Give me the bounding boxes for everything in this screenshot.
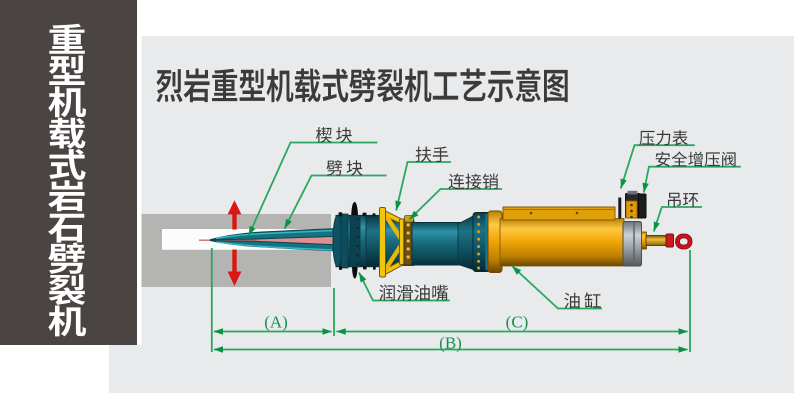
svg-text:(A): (A): [264, 313, 288, 332]
svg-text:(B): (B): [439, 334, 462, 353]
svg-text:(C): (C): [506, 313, 529, 332]
